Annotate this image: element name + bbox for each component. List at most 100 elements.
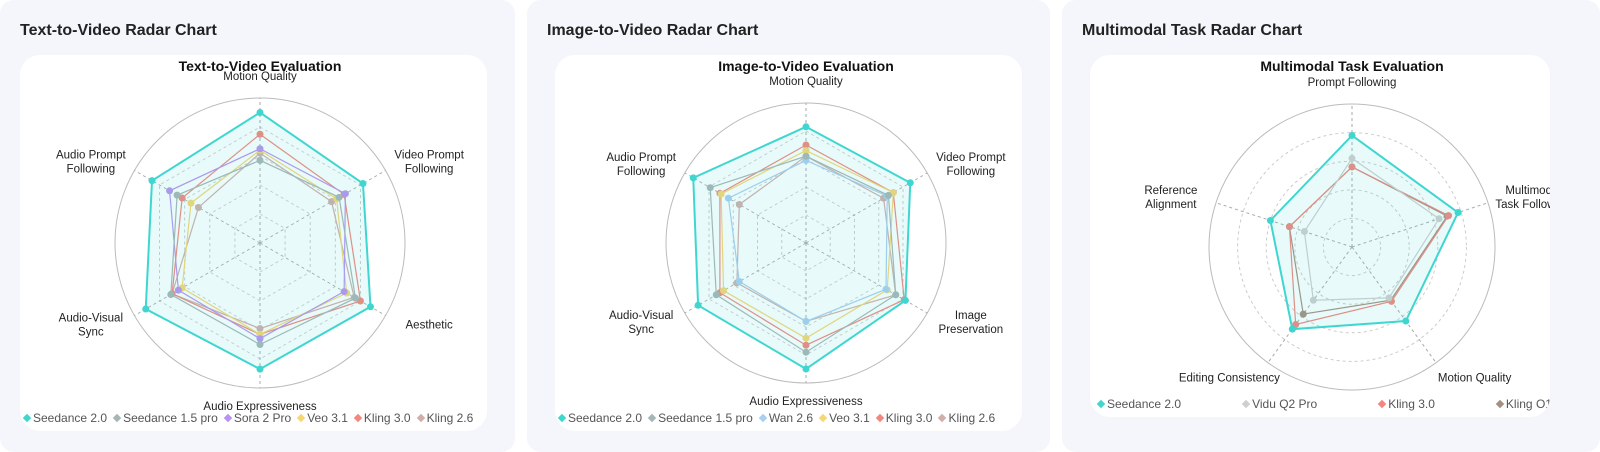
data-point[interactable] (148, 177, 156, 185)
data-point[interactable] (1288, 325, 1296, 333)
data-point[interactable] (256, 341, 264, 348)
data-point[interactable] (802, 141, 810, 149)
panel-title: Multimodal Task Radar Chart (1082, 22, 1303, 39)
data-point[interactable] (882, 285, 890, 293)
data-point[interactable] (341, 190, 349, 198)
legend-item[interactable]: Sora 2 Pro (223, 411, 291, 425)
data-point[interactable] (174, 286, 182, 294)
data-point[interactable] (1348, 154, 1356, 162)
data-point[interactable] (173, 191, 181, 199)
data-point[interactable] (256, 130, 264, 138)
legend-item[interactable]: Kling 2.6 (416, 411, 473, 425)
data-point[interactable] (166, 187, 174, 195)
data-point[interactable] (351, 294, 359, 302)
data-point[interactable] (194, 203, 202, 211)
legend-item[interactable]: Seedance 2.0 (557, 411, 643, 425)
legend-marker-icon (416, 413, 425, 423)
data-point[interactable] (884, 191, 892, 199)
legend-item[interactable]: Seedance 1.5 pro (647, 411, 753, 425)
axis-label-line: Audio Expressiveness (203, 401, 316, 413)
axis-line (684, 172, 807, 244)
data-point[interactable] (1266, 216, 1274, 224)
data-point[interactable] (1402, 317, 1410, 325)
data-point[interactable] (802, 334, 810, 342)
legend-item[interactable]: Kling 2.6 (938, 411, 995, 425)
axis-line (805, 172, 928, 244)
legend-item[interactable]: Kling 3.0 (875, 411, 932, 425)
data-point[interactable] (1348, 131, 1356, 139)
legend-item[interactable]: Kling 3.0 (1377, 397, 1435, 411)
data-point[interactable] (256, 145, 264, 153)
data-point[interactable] (1300, 228, 1308, 236)
data-point[interactable] (892, 291, 900, 299)
data-point[interactable] (1348, 163, 1356, 171)
data-point[interactable] (187, 199, 195, 207)
data-point[interactable] (802, 147, 810, 155)
data-point[interactable] (720, 287, 728, 295)
legend-marker-icon (758, 413, 768, 423)
data-point[interactable] (735, 201, 743, 208)
data-point[interactable] (142, 305, 150, 313)
data-point[interactable] (724, 194, 732, 202)
data-point[interactable] (1435, 215, 1443, 223)
axis-label-line: Audio Prompt (606, 152, 676, 164)
legend-marker-icon (1495, 399, 1505, 409)
axis-label: Motion Quality (223, 71, 297, 83)
data-point[interactable] (1299, 310, 1307, 318)
data-point[interactable] (256, 365, 264, 373)
series-area-vidu-q2-pro (1303, 157, 1440, 301)
legend-item[interactable]: Wan 2.6 (758, 411, 813, 425)
data-point[interactable] (901, 296, 909, 304)
legend-item[interactable]: Seedance 2.0 (1096, 397, 1181, 411)
legend-item[interactable]: Kling O1 (1495, 397, 1550, 411)
legend-item[interactable]: Seedance 1.5 pro (112, 411, 218, 425)
data-point[interactable] (802, 317, 810, 325)
data-point[interactable] (906, 179, 914, 187)
legend-label: Seedance 2.0 (568, 411, 643, 425)
data-point[interactable] (1309, 296, 1317, 304)
data-point[interactable] (1285, 223, 1293, 231)
data-point[interactable] (802, 365, 810, 373)
grid-ring (1322, 217, 1382, 277)
panel-text-to-video: Text-to-Video Radar Chart Text-to-Video … (0, 0, 515, 452)
legend-item[interactable]: Kling 3.0 (353, 411, 411, 425)
legend-label: Kling O1 (1505, 397, 1550, 411)
data-point[interactable] (256, 325, 264, 333)
data-point[interactable] (359, 180, 367, 188)
data-point[interactable] (694, 301, 702, 309)
data-point[interactable] (706, 184, 714, 192)
series-area-seedance-2-0 (692, 125, 912, 371)
axis-label-line: Audio Prompt (56, 150, 126, 162)
legend-marker-icon (875, 413, 885, 423)
data-point[interactable] (335, 193, 343, 201)
data-point[interactable] (735, 278, 743, 285)
data-point[interactable] (340, 288, 348, 296)
data-point[interactable] (802, 123, 810, 131)
legend-item[interactable]: Veo 3.1 (296, 411, 348, 425)
data-point[interactable] (689, 174, 697, 182)
data-point[interactable] (1445, 212, 1453, 220)
data-point[interactable] (367, 303, 375, 311)
axis-line (259, 242, 386, 316)
legend-item[interactable]: Seedance 2.0 (22, 411, 107, 425)
data-point[interactable] (717, 190, 725, 198)
data-point[interactable] (1385, 294, 1393, 302)
data-point[interactable] (802, 341, 810, 349)
data-point[interactable] (256, 109, 264, 116)
legend-item[interactable]: Vidu Q2 Pro (1241, 397, 1317, 411)
grid-ring (209, 184, 311, 302)
data-point[interactable] (712, 291, 720, 299)
data-point[interactable] (802, 348, 810, 356)
data-point[interactable] (167, 290, 175, 298)
series-area-seedance-2-0 (1269, 134, 1460, 331)
data-point[interactable] (256, 335, 264, 343)
legend-item[interactable]: Veo 3.1 (818, 411, 870, 425)
data-point[interactable] (256, 156, 264, 164)
data-point[interactable] (802, 152, 810, 160)
data-point[interactable] (1454, 209, 1462, 217)
